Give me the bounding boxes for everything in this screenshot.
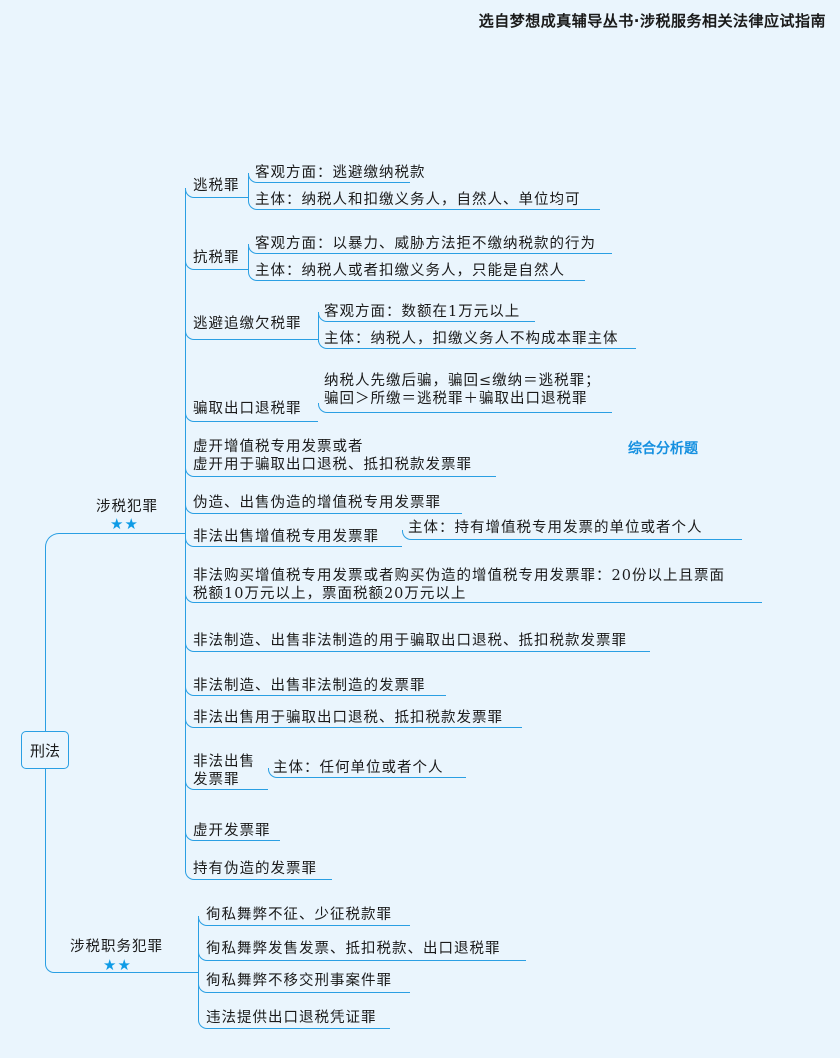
node-label[interactable]: 逃税罪 [193, 178, 240, 194]
branch-label[interactable]: 涉税职务犯罪 [70, 939, 163, 955]
node-label[interactable]: 徇私舞弊发售发票、抵扣税款、出口退税罪 [206, 941, 501, 957]
node-label[interactable]: 抗税罪 [193, 250, 240, 266]
node-label[interactable]: 违法提供出口退税凭证罪 [206, 1010, 377, 1026]
node-label[interactable]: 虚开增值税专用发票或者 虚开用于骗取出口退税、抵扣税款发票罪 [193, 439, 472, 473]
node-label[interactable]: 主体：纳税人或者扣缴义务人，只能是自然人 [255, 263, 565, 279]
node-label[interactable]: 徇私舞弊不征、少征税款罪 [206, 907, 392, 923]
node-underline [268, 768, 466, 778]
node-underline [402, 530, 742, 540]
node-label[interactable]: 纳税人先缴后骗，骗回≤缴纳＝逃税罪； 骗回＞所缴＝逃税罪＋骗取出口退税罪 [324, 373, 601, 407]
node-underline [318, 403, 612, 413]
node-underline [318, 339, 636, 349]
node-label[interactable]: 客观方面：以暴力、威胁方法拒不缴纳税款的行为 [255, 236, 596, 252]
importance-stars: ★★ [103, 956, 132, 974]
node-label[interactable]: 非法制造、出售非法制造的发票罪 [193, 678, 426, 694]
node-label[interactable]: 非法出售用于骗取出口退税、抵扣税款发票罪 [193, 710, 503, 726]
node-label[interactable]: 骗取出口退税罪 [193, 401, 302, 417]
node-label[interactable]: 主体：持有增值税专用发票的单位或者个人 [408, 520, 703, 536]
node-label[interactable]: 逃避追缴欠税罪 [193, 316, 302, 332]
connector-line [248, 174, 249, 200]
node-label[interactable]: 持有伪造的发票罪 [193, 861, 317, 877]
node-underline [185, 537, 402, 547]
importance-stars: ★★ [110, 515, 139, 533]
node-underline [185, 504, 462, 514]
node-underline [198, 951, 526, 961]
node-underline [185, 686, 446, 696]
node-underline [185, 260, 248, 270]
node-underline [318, 312, 535, 322]
node-underline [248, 173, 410, 183]
branch-connector-1 [45, 533, 185, 549]
node-underline [198, 916, 410, 926]
node-label[interactable]: 主体：纳税人，扣缴义务人不构成本罪主体 [324, 331, 619, 347]
node-label[interactable]: 客观方面：逃避缴纳税款 [255, 165, 426, 181]
node-label[interactable]: 非法制造、出售非法制造的用于骗取出口退税、抵扣税款发票罪 [193, 633, 627, 649]
node-underline [198, 1019, 390, 1029]
node-label[interactable]: 虚开发票罪 [193, 823, 271, 839]
connector-line [248, 245, 249, 272]
node-underline [185, 870, 332, 880]
node-label[interactable]: 伪造、出售伪造的增值税专用发票罪 [193, 495, 441, 511]
node-underline [248, 200, 600, 210]
question-type-label: 综合分析题 [628, 441, 698, 457]
node-label[interactable]: 主体：任何单位或者个人 [273, 760, 444, 776]
node-underline [248, 244, 612, 254]
node-label[interactable]: 非法出售 发票罪 [193, 754, 255, 788]
connector-line [185, 190, 186, 872]
branch-connector-2 [45, 958, 199, 973]
node-underline [248, 271, 585, 281]
node-label[interactable]: 非法出售增值税专用发票罪 [193, 529, 379, 545]
node-label[interactable]: 徇私舞弊不移交刑事案件罪 [206, 973, 392, 989]
connector-line [318, 313, 319, 342]
node-label[interactable]: 非法购买增值税专用发票或者购买伪造的增值税专用发票罪：20份以上且票面 税额10… [193, 568, 725, 602]
header-title: 选自梦想成真辅导丛书·涉税服务相关法律应试指南 [478, 12, 826, 30]
node-underline [185, 718, 522, 728]
node-underline [185, 593, 762, 603]
node-underline [185, 467, 496, 477]
connector-line [198, 918, 199, 1020]
node-underline [185, 188, 248, 198]
node-underline [185, 831, 280, 841]
node-underline [198, 983, 410, 993]
node-underline [185, 642, 650, 652]
node-underline [185, 780, 268, 790]
branch-label[interactable]: 涉税犯罪 [96, 499, 158, 515]
root-node[interactable]: 刑法 [21, 731, 69, 769]
node-label[interactable]: 主体：纳税人和扣缴义务人，自然人、单位均可 [255, 192, 581, 208]
node-underline [185, 330, 318, 340]
node-label[interactable]: 客观方面：数额在1万元以上 [324, 304, 521, 320]
node-underline [185, 412, 318, 422]
